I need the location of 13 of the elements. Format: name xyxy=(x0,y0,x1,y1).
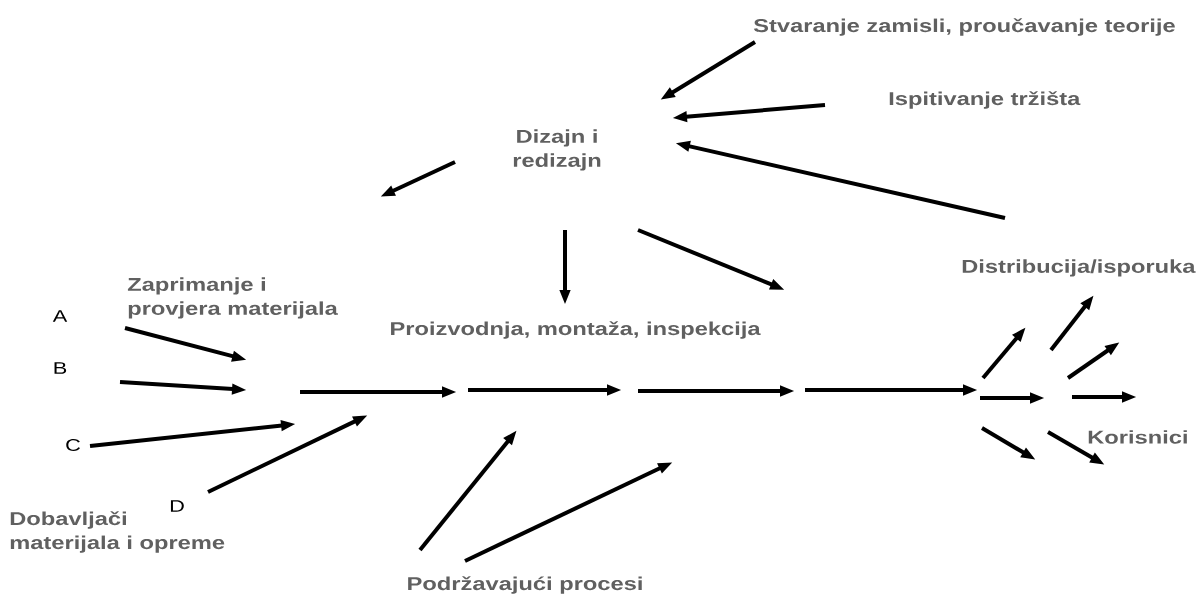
heading-text: Dobavljači materijala i opreme xyxy=(10,511,225,553)
heading-text: Dizajn i redizajn xyxy=(513,129,601,171)
letter-label: C xyxy=(66,438,81,451)
heading-text: Korisnici xyxy=(1088,430,1187,444)
heading-text: Ispitivanje tržišta xyxy=(889,91,1081,109)
heading-text: Zaprimanje i provjera materijala xyxy=(127,277,338,319)
heading-text: Stvaranje zamisli, proučavanje teorije xyxy=(753,18,1175,36)
heading-text: Proizvodnja, montaža, inspekcija xyxy=(391,321,761,339)
heading-text: Distribucija/isporuka xyxy=(962,259,1196,277)
letter-label: B xyxy=(54,362,67,374)
letter-label: D xyxy=(170,500,184,512)
heading-text: Podržavajući procesi xyxy=(408,576,642,594)
letter-label: A xyxy=(52,310,68,322)
